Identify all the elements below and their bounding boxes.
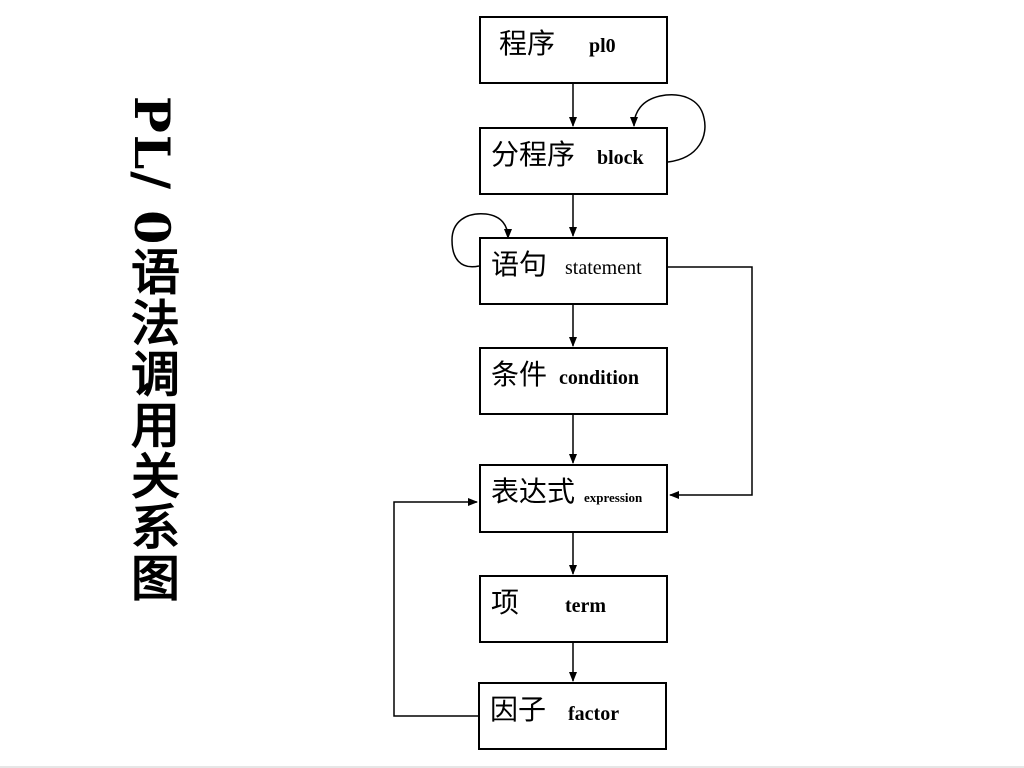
page-title: PL/ 0语法调用关系图 <box>120 96 184 603</box>
node-statement: 语句 statement <box>479 237 668 305</box>
title-latin: PL/ 0 <box>123 96 181 247</box>
node-expression-cn: 表达式 <box>491 475 576 508</box>
node-term: 项 term <box>479 575 668 643</box>
node-term-cn: 项 <box>491 586 520 619</box>
node-block: 分程序 block <box>479 127 668 195</box>
node-block-cn: 分程序 <box>491 138 576 171</box>
node-statement-en: statement <box>565 257 642 279</box>
node-statement-cn: 语句 <box>491 248 548 281</box>
node-term-en: term <box>565 595 607 617</box>
node-expression: 表达式 expression <box>479 464 668 533</box>
node-program: 程序 pl0 <box>479 16 668 84</box>
node-condition: 条件 condition <box>479 347 668 415</box>
node-condition-cn: 条件 <box>491 358 548 391</box>
bottom-divider <box>0 766 1024 768</box>
edge-statement-self-loop <box>451 213 512 268</box>
node-program-en: pl0 <box>589 35 616 57</box>
node-factor: 因子 factor <box>478 682 667 750</box>
node-factor-cn: 因子 <box>490 693 547 726</box>
edge-factor-expression <box>393 498 478 717</box>
node-factor-en: factor <box>568 703 620 725</box>
node-expression-en: expression <box>584 490 643 505</box>
node-condition-en: condition <box>559 367 640 389</box>
edge-statement-expression <box>668 266 753 499</box>
title-cjk: 语法调用关系图 <box>123 246 181 604</box>
node-program-cn: 程序 <box>499 27 556 60</box>
node-block-en: block <box>597 147 644 169</box>
edge-block-self-loop <box>630 94 706 163</box>
